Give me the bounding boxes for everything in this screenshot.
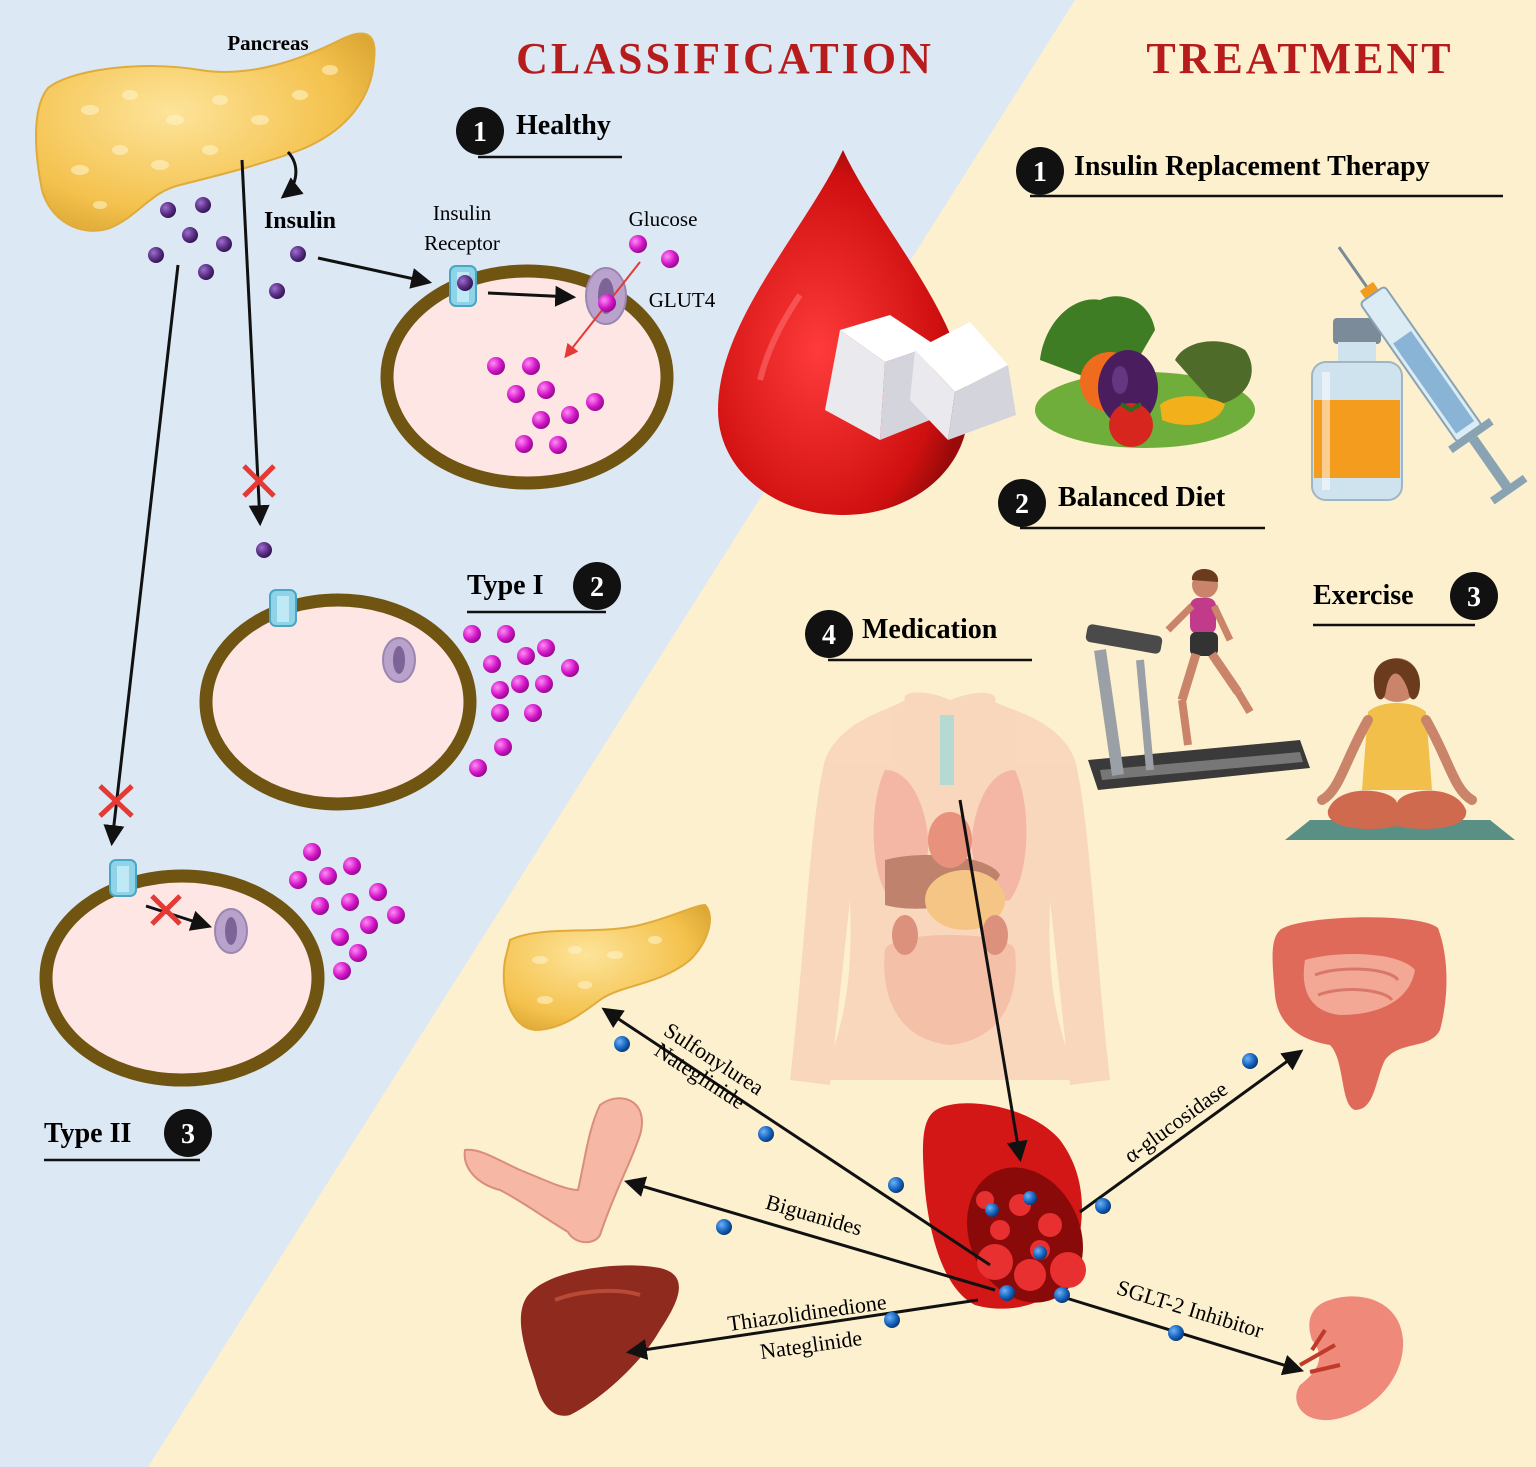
body-organs-icon (790, 692, 1110, 1085)
glut4-icon (214, 908, 248, 954)
cross-icon (150, 894, 182, 926)
circulation-arrow (958, 799, 1028, 1163)
insulin-molecules (148, 197, 306, 558)
healthy-heading: 1 Healthy (456, 107, 622, 159)
insulin-label: Insulin (264, 208, 336, 234)
glut4-label: GLUT4 (649, 288, 716, 312)
pancreas-icon (35, 32, 376, 232)
vegetables-icon (1035, 296, 1255, 448)
glucose-label: Glucose (629, 207, 698, 231)
intestine-icon (1272, 917, 1447, 1110)
drug-molecules (614, 1036, 1258, 1341)
curved-arrow (280, 150, 304, 199)
medication-heading: 4 Medication (805, 610, 1032, 662)
syringe-icon (1337, 246, 1528, 505)
insulin-therapy-heading: 1 Insulin Replacement Therapy (1016, 147, 1503, 198)
insulin-therapy-label: Insulin Replacement Therapy (1074, 151, 1430, 182)
treatment-header: TREATMENT (1146, 34, 1453, 83)
type2-pathway-arrow (103, 264, 180, 847)
sugar-cube-icon (910, 322, 1016, 440)
alpha-glucosidase-arrow (1079, 1049, 1304, 1214)
exercise-number: 3 (1467, 582, 1481, 613)
signal-arrow (487, 285, 577, 307)
insulin-therapy-number: 1 (1033, 157, 1047, 188)
type1-pathway-arrow (240, 159, 270, 527)
glucose-molecules (487, 235, 679, 454)
glut4-icon (382, 637, 416, 683)
pancreas-label: Pancreas (227, 31, 308, 55)
type2-heading: Type II 3 (44, 1109, 212, 1162)
insulin-receptor-icon (109, 859, 137, 897)
glucose-molecules (289, 843, 405, 980)
healthy-pathway-arrow (317, 256, 433, 289)
sulfonylurea-arrow (601, 1007, 991, 1267)
exercise-label: Exercise (1313, 580, 1414, 611)
bound-insulin (457, 275, 473, 291)
glucose-molecules (463, 625, 579, 777)
medication-label: Medication (862, 614, 998, 645)
type1-heading: Type I 2 (467, 562, 621, 614)
type2-number: 3 (181, 1119, 195, 1150)
pancreas-icon (502, 903, 711, 1032)
yoga-icon (1285, 658, 1515, 840)
exercise-heading: Exercise 3 (1313, 572, 1498, 627)
type1-label: Type I (467, 570, 544, 601)
diet-label: Balanced Diet (1058, 482, 1226, 513)
blocked-signal-arrow (145, 904, 212, 931)
healthy-label: Healthy (516, 110, 611, 141)
type2-cell (39, 869, 325, 1087)
insulin-vial-icon (1311, 318, 1403, 501)
diet-number: 2 (1015, 489, 1029, 520)
healthy-cell (380, 264, 674, 490)
cross-icon (98, 784, 134, 818)
insulin-receptor-icon (269, 589, 297, 627)
type1-cell (199, 593, 477, 811)
diet-heading: 2 Balanced Diet (998, 479, 1265, 530)
classification-header: CLASSIFICATION (516, 34, 934, 83)
treadmill-icon (1085, 568, 1310, 790)
kidney-icon (1296, 1296, 1404, 1421)
type1-number: 2 (590, 572, 604, 603)
receptor-label-line2: Receptor (424, 231, 500, 255)
arm-muscle-icon (463, 1097, 643, 1244)
liver-icon (520, 1265, 679, 1416)
cross-icon (242, 464, 276, 498)
biguanides-arrow (623, 1176, 996, 1292)
thiazolidinedione-arrow (625, 1298, 979, 1360)
healthy-number: 1 (473, 117, 487, 148)
medication-number: 4 (822, 620, 836, 651)
receptor-label-line1: Insulin (433, 201, 492, 225)
type2-label: Type II (44, 1118, 131, 1149)
